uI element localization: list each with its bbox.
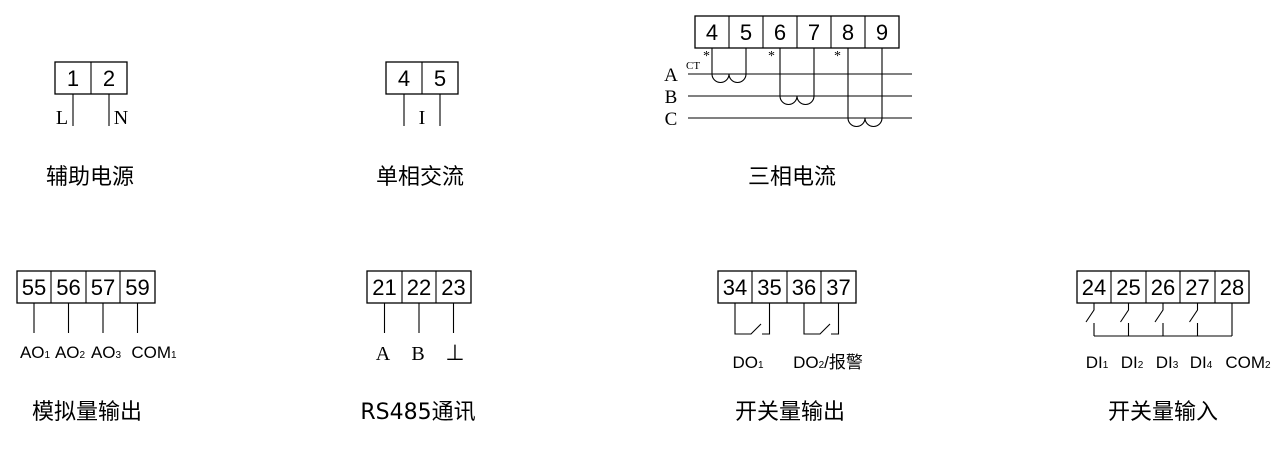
terminal-5: 5: [434, 66, 446, 91]
label-di1: DI1: [1086, 353, 1109, 372]
digital-input-title: 开关量输入: [1108, 400, 1218, 425]
three-phase-title: 三相电流: [748, 165, 836, 190]
label-N: N: [114, 107, 128, 129]
label-do2-alarm: DO2/报警: [793, 353, 863, 372]
label-ao1: AO1: [20, 343, 51, 362]
terminal-6: 6: [774, 20, 786, 45]
terminal-1: 1: [67, 66, 79, 91]
rs485-terminal-block: [366, 270, 472, 304]
polarity-star-a: *: [703, 49, 710, 64]
label-b: B: [411, 343, 424, 365]
phase-c-label: C: [665, 109, 678, 130]
phase-a-label: A: [664, 65, 678, 86]
relay-contact-do1: [734, 303, 771, 335]
digital-output-title: 开关量输出: [735, 400, 845, 425]
label-di2: DI2: [1121, 353, 1144, 372]
three-phase-group: 4 5 6 7 8 9 A B C CT * * * 三相电流: [664, 15, 912, 190]
terminal-56: 56: [56, 275, 80, 300]
label-ao2: AO2: [55, 343, 86, 362]
terminal-2: 2: [103, 66, 115, 91]
ground-symbol: ⊥: [445, 340, 464, 365]
terminal-23: 23: [441, 275, 465, 300]
terminal-57: 57: [91, 275, 115, 300]
label-ao3: AO3: [91, 343, 122, 362]
label-do1: DO1: [732, 353, 764, 372]
terminal-9: 9: [876, 20, 888, 45]
analog-output-group: 55 56 57 59 AO1 AO2 AO3 COM1 模拟量输出: [16, 270, 177, 425]
terminal-7: 7: [808, 20, 820, 45]
label-I: I: [419, 107, 426, 129]
switch-di2: [1120, 303, 1130, 336]
terminal-26: 26: [1151, 275, 1175, 300]
terminal-27: 27: [1185, 275, 1209, 300]
polarity-star-c: *: [834, 49, 841, 64]
label-di4: DI4: [1190, 353, 1213, 372]
terminal-24: 24: [1082, 275, 1106, 300]
polarity-star-b: *: [768, 49, 775, 64]
terminal-4: 4: [398, 66, 410, 91]
switch-di4: [1189, 303, 1199, 336]
terminal-36: 36: [792, 275, 816, 300]
terminal-59: 59: [125, 275, 149, 300]
terminal-4: 4: [706, 20, 718, 45]
label-com1: COM1: [131, 343, 177, 362]
ct-label: CT: [686, 60, 700, 72]
label-com2: COM2: [1225, 353, 1271, 372]
rs485-title: RS485通讯: [360, 400, 475, 425]
aux-power-title: 辅助电源: [46, 165, 134, 190]
analog-output-title: 模拟量输出: [32, 400, 142, 425]
relay-contact-do2: [803, 303, 840, 335]
label-L: L: [56, 107, 68, 129]
terminal-22: 22: [407, 275, 431, 300]
single-phase-title: 单相交流: [376, 165, 464, 190]
rs485-group: 21 22 23 A B ⊥ RS485通讯: [360, 270, 476, 425]
label-di3: DI3: [1156, 353, 1179, 372]
digital-input-group: 24 25 26 27 28 DI1 DI2 DI3 DI4 COM2 开关量输…: [1076, 270, 1271, 425]
aux-power-group: 1 2 L N 辅助电源: [46, 61, 134, 190]
digital-input-terminal-block: [1076, 270, 1250, 304]
phase-b-label: B: [665, 87, 678, 108]
terminal-25: 25: [1116, 275, 1140, 300]
terminal-28: 28: [1220, 275, 1244, 300]
ct-coil-c: [847, 48, 883, 127]
terminal-8: 8: [842, 20, 854, 45]
ct-coil-b: [779, 48, 815, 105]
terminal-5: 5: [740, 20, 752, 45]
terminal-37: 37: [826, 275, 850, 300]
single-phase-group: 4 5 I 单相交流: [376, 61, 464, 190]
switch-di1: [1085, 303, 1095, 336]
terminal-21: 21: [372, 275, 396, 300]
digital-output-group: 34 35 36 37 DO1 DO2/报警 开关量输出: [717, 270, 863, 425]
terminal-34: 34: [723, 275, 747, 300]
switch-di3: [1154, 303, 1164, 336]
ct-coil-a: [711, 48, 747, 83]
terminal-55: 55: [22, 275, 46, 300]
terminal-35: 35: [757, 275, 781, 300]
label-a: A: [376, 343, 391, 365]
